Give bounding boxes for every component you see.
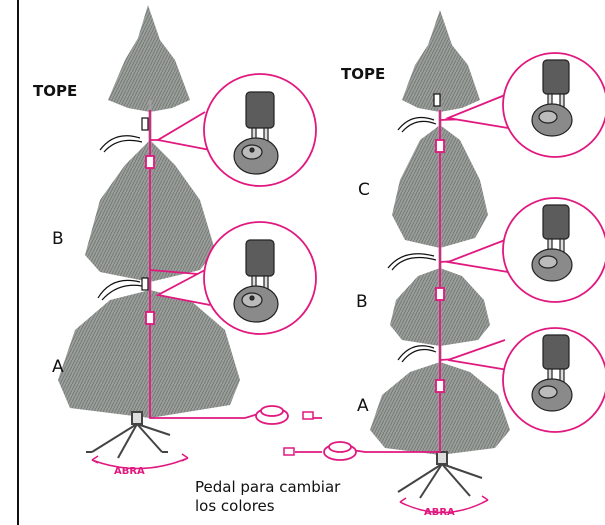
left-pedal: [256, 406, 313, 424]
left-tree-top-section: [108, 5, 190, 112]
left-tree: [58, 5, 240, 469]
label-abra-left: ABRA: [114, 466, 145, 477]
label-b-right: B: [356, 292, 368, 312]
right-tree-stand: [398, 452, 482, 498]
label-tope-right: TOPE: [341, 65, 385, 83]
right-tree-top-section: [402, 10, 480, 112]
right-pedal: [284, 442, 356, 460]
label-c-right: C: [358, 180, 370, 200]
label-pedal-line2: los colores: [195, 497, 340, 516]
label-pedal-line1: Pedal para cambiar: [195, 478, 340, 497]
label-tope-left: TOPE: [33, 82, 77, 100]
label-a-left: A: [52, 357, 64, 377]
label-pedal: Pedal para cambiar los colores: [195, 478, 340, 516]
label-a-right: A: [357, 396, 369, 416]
right-zoom-bubble-top: [448, 53, 605, 157]
label-abra-right: ABRA: [424, 507, 455, 518]
label-b-left: B: [52, 229, 64, 249]
